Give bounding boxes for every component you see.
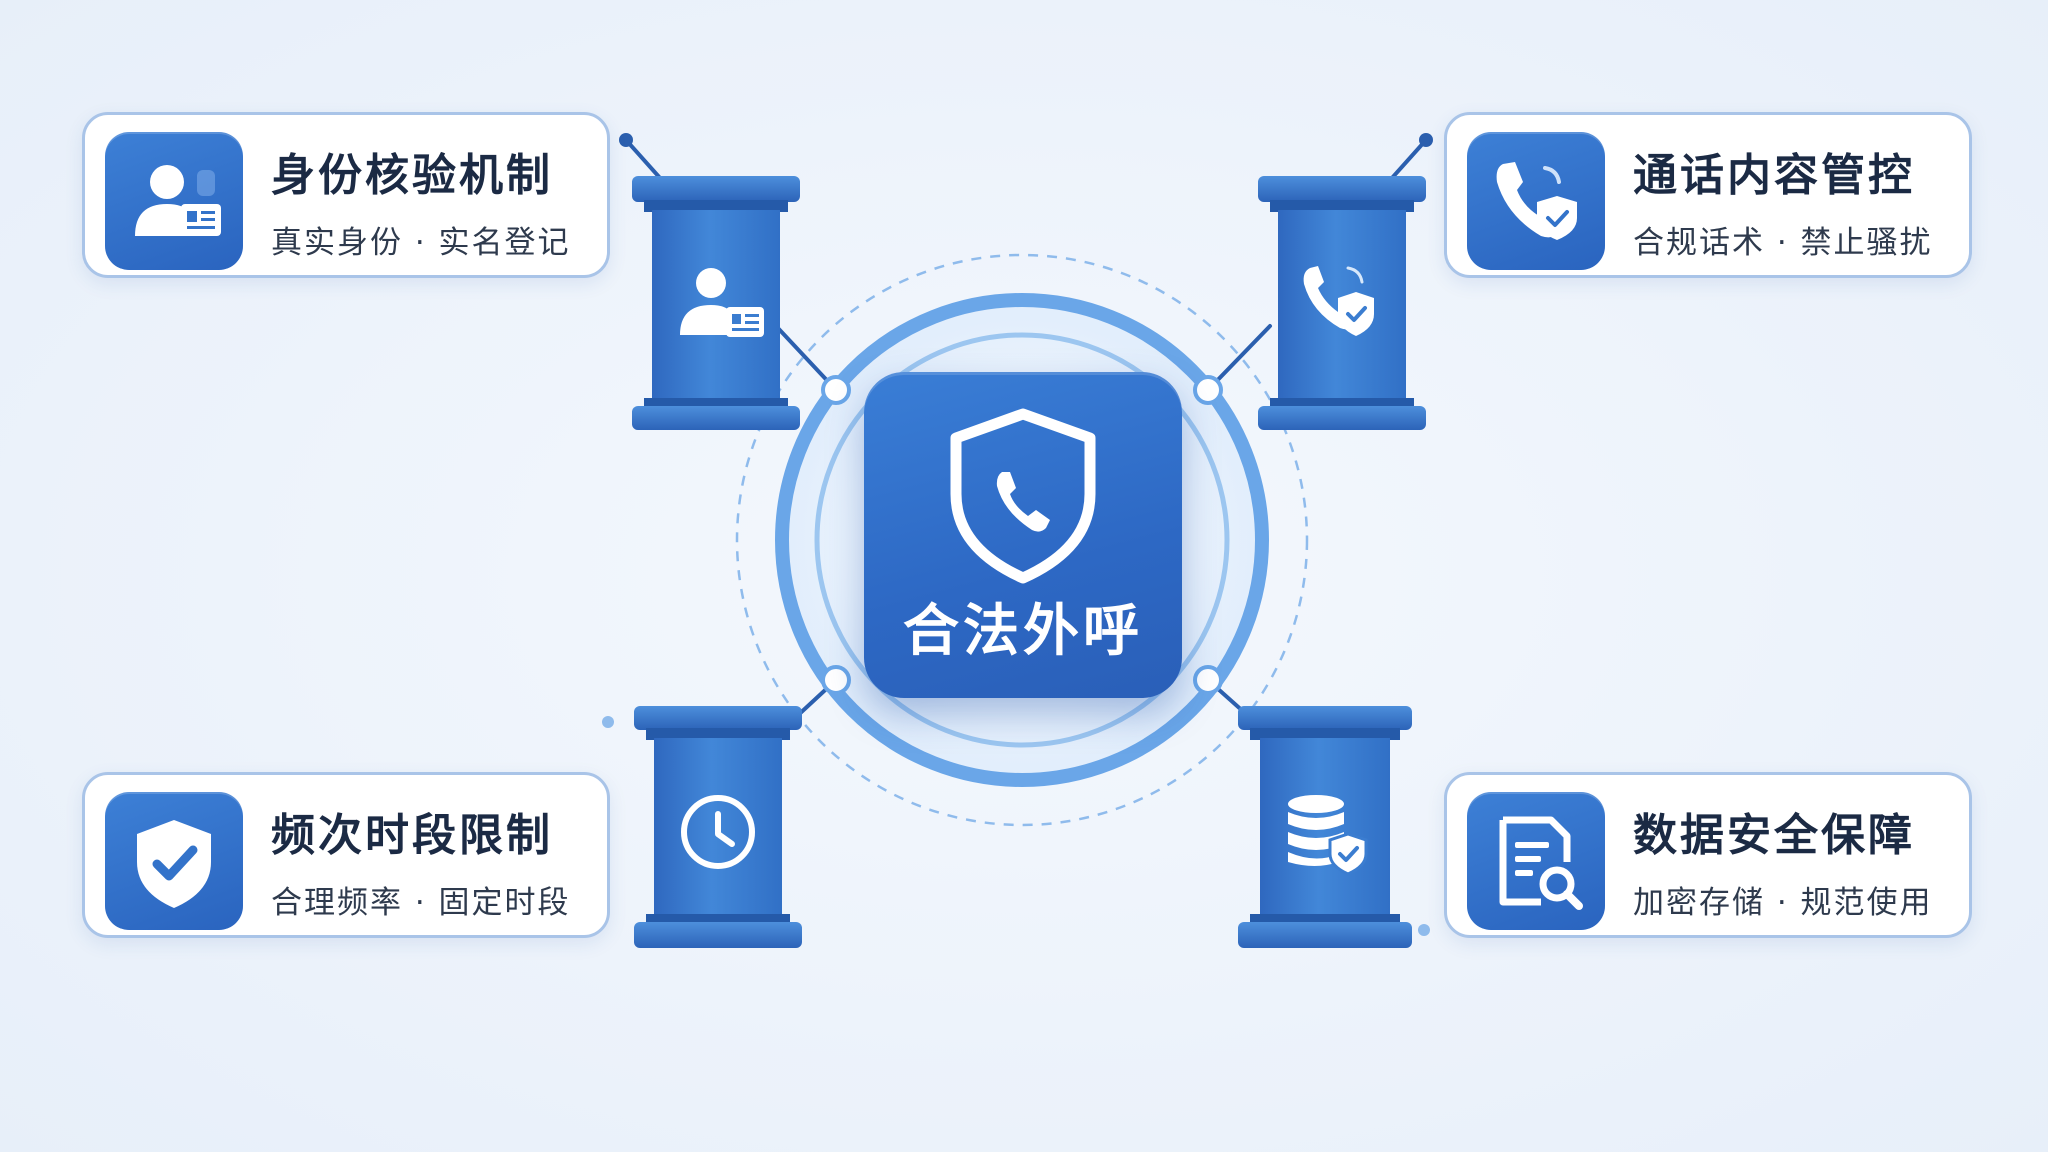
feature-title: 频次时段限制 xyxy=(271,810,553,861)
clock-icon xyxy=(681,795,755,869)
id-card-user-icon xyxy=(105,132,243,270)
database-shield-icon xyxy=(1288,795,1368,876)
feature-subtitle: 合规话术 · 禁止骚扰 xyxy=(1633,225,1933,261)
feature-subtitle: 加密存储 · 规范使用 xyxy=(1633,885,1933,921)
feature-card-frequency: 频次时段限制 合理频率 · 固定时段 xyxy=(82,772,610,938)
feature-subtitle: 真实身份 · 实名登记 xyxy=(271,225,571,261)
feature-title: 数据安全保障 xyxy=(1633,810,1915,861)
center-node: 合法外呼 xyxy=(864,372,1182,698)
shield-phone-icon xyxy=(950,408,1096,584)
phone-shield-icon xyxy=(1303,266,1374,336)
pillar-data-security xyxy=(1238,706,1412,948)
feature-card-identity: 身份核验机制 真实身份 · 实名登记 xyxy=(82,112,610,278)
feature-subtitle: 合理频率 · 固定时段 xyxy=(271,885,571,921)
phone-shield-icon xyxy=(1467,132,1605,270)
pillar-identity xyxy=(632,176,800,430)
feature-card-data-security: 数据安全保障 加密存储 · 规范使用 xyxy=(1444,772,1972,938)
shield-check-icon xyxy=(105,792,243,930)
document-search-icon xyxy=(1467,792,1605,930)
feature-title: 身份核验机制 xyxy=(271,150,553,201)
pillar-call-content xyxy=(1258,176,1426,430)
center-label: 合法外呼 xyxy=(903,599,1143,664)
pillar-frequency xyxy=(634,706,802,948)
id-card-user-icon xyxy=(680,268,764,337)
feature-card-call-content: 通话内容管控 合规话术 · 禁止骚扰 xyxy=(1444,112,1972,278)
feature-title: 通话内容管控 xyxy=(1633,150,1915,201)
connector-dots xyxy=(602,133,1433,936)
